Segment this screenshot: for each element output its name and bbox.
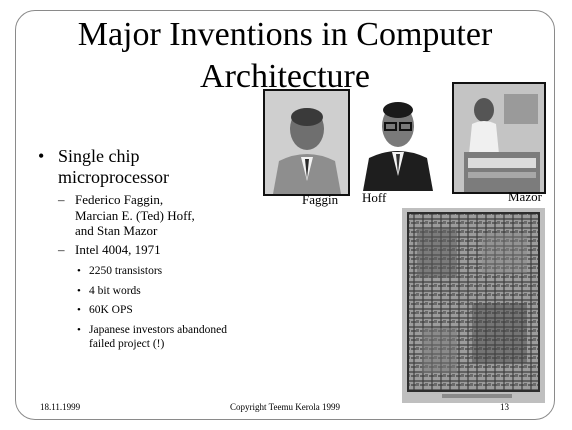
footer-page-number: 13 (500, 402, 509, 412)
caption-hoff: Hoff (362, 190, 387, 205)
sub-bullet-text: Intel 4004, 1971 (75, 242, 161, 257)
faggin-photo (263, 89, 350, 196)
point-mark: • (77, 265, 81, 277)
caption-faggin: Faggin (302, 192, 339, 207)
intel-4004-die-photo (402, 208, 545, 403)
bullet-text: Single chip microprocessor (58, 146, 169, 187)
slide-title: Major Inventions in Computer Architectur… (77, 16, 493, 95)
point-text: 4 bit words (89, 285, 141, 297)
bullet-mark: • (38, 146, 45, 166)
sub-bullet-text: Federico Faggin, Marcian E. (Ted) Hoff, … (75, 192, 195, 238)
hoff-photo (359, 96, 437, 191)
point-mark: • (77, 285, 81, 297)
footer-date: 18.11.1999 (40, 402, 81, 412)
sub-bullet-mark: – (58, 192, 65, 207)
point-text: 60K OPS (89, 304, 133, 316)
point-text: Japanese investors abandoned failed proj… (89, 324, 227, 350)
slide-border (15, 10, 555, 420)
point-text: 2250 transistors (89, 265, 163, 277)
caption-mazor: Mazor (508, 189, 542, 204)
sub-bullet-mark: – (58, 242, 65, 257)
point-mark: • (77, 324, 81, 336)
point-mark: • (77, 304, 81, 316)
mazor-photo (452, 82, 546, 194)
footer-copyright: Copyright Teemu Kerola 1999 (230, 402, 340, 412)
